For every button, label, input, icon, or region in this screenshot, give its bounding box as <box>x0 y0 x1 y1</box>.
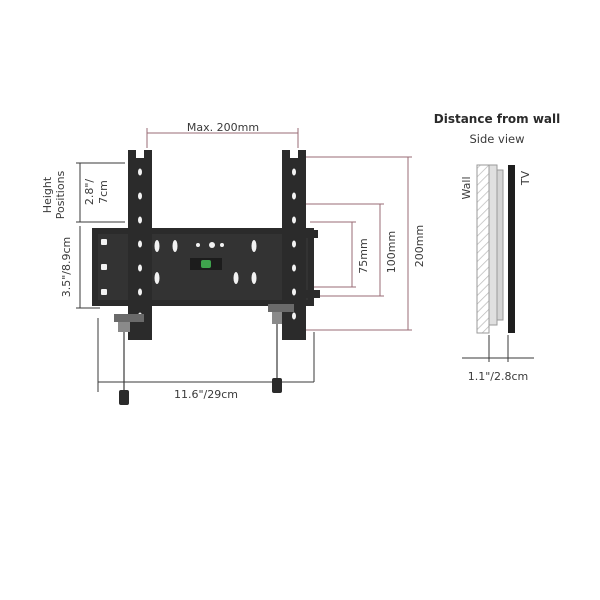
depth-dimension <box>462 335 534 362</box>
dim-label-depth: 1.1"/2.8cm <box>468 370 529 383</box>
dimension-lines-black <box>76 162 315 392</box>
safety-cord-weight-left <box>119 390 129 405</box>
wall-mount-front-view: Max. 200mm Height Positions 2.8"/ 7cm 3.… <box>41 121 426 405</box>
dim-label-bottom-width: 11.6"/29cm <box>174 388 238 401</box>
level-bubble <box>201 260 211 268</box>
dim-label-100mm: 100mm <box>385 231 398 273</box>
side-view-title: Distance from wall <box>434 112 561 126</box>
bracket-profile <box>488 164 504 326</box>
side-view-subtitle: Side view <box>469 132 524 146</box>
dim-label-plate-height: 3.5"/8.9cm <box>60 237 73 298</box>
plate-slots <box>101 239 306 295</box>
height-positions-label-line-2: Positions <box>54 170 67 219</box>
dim-label-75mm: 75mm <box>357 238 370 273</box>
safety-cord-weight-right <box>272 378 282 393</box>
safety-lock-left <box>114 314 144 405</box>
dim-label-max-width: Max. 200mm <box>187 121 259 134</box>
right-arm <box>282 150 306 340</box>
side-view: Distance from wall Side view Wall TV 1.1… <box>434 112 561 383</box>
tv-panel <box>508 165 515 333</box>
dim-label-height-step-1: 2.8"/ <box>83 179 96 206</box>
wall-section <box>476 164 490 334</box>
height-positions-label-line-1: Height <box>41 176 54 213</box>
dim-label-200mm: 200mm <box>413 225 426 267</box>
dim-label-height-step-2: 7cm <box>97 180 110 204</box>
dimension-lines <box>146 128 412 331</box>
safety-lock-right <box>268 304 294 393</box>
left-arm <box>128 150 152 340</box>
wall-label: Wall <box>460 176 473 199</box>
tv-label: TV <box>519 170 532 186</box>
